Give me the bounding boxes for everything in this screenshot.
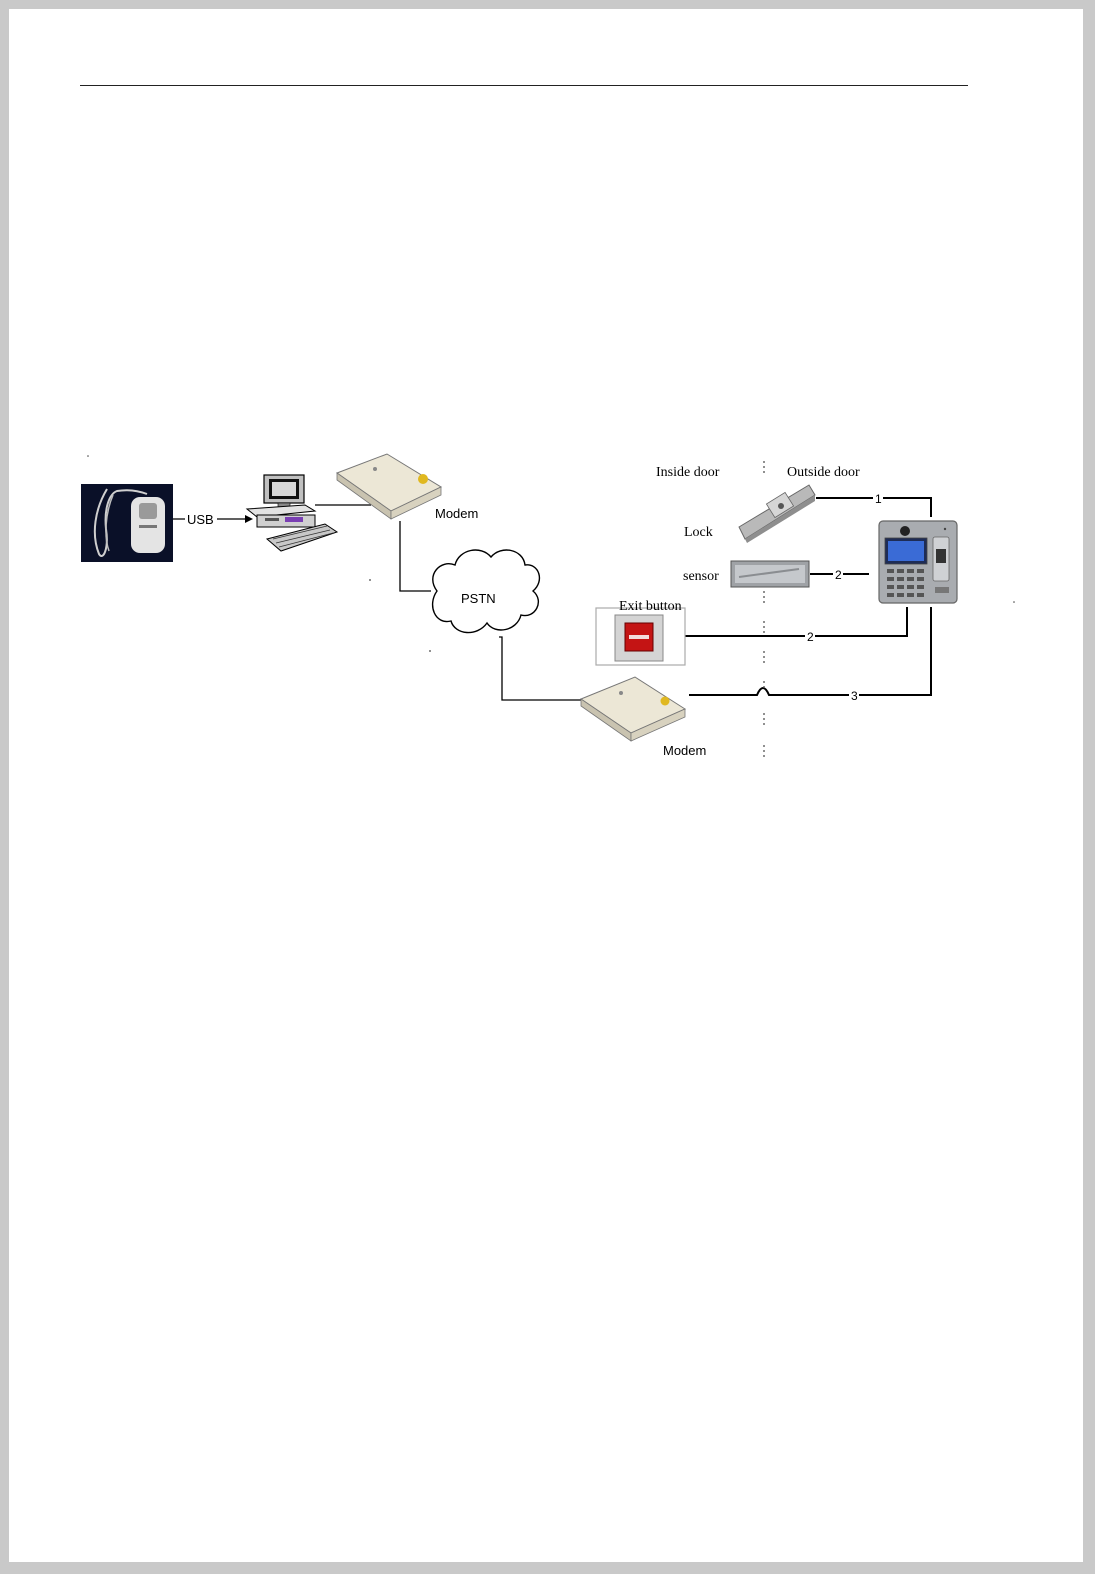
modem-bottom-label: Modem [663, 743, 706, 758]
sensor [731, 561, 809, 587]
pstn-modem-line [499, 637, 589, 700]
lock-label: Lock [684, 525, 713, 540]
scan-specks [87, 455, 1015, 652]
connection-lines [173, 498, 931, 700]
lock [739, 485, 815, 543]
outside-door-label: Outside door [787, 465, 860, 480]
modem-top-label: Modem [435, 506, 478, 521]
exit-button [596, 608, 685, 665]
wire-lock-number: 1 [875, 492, 882, 506]
inside-door-label: Inside door [656, 465, 720, 480]
computer [247, 475, 337, 551]
wire-modem-number: 3 [851, 689, 858, 703]
exit-button-label: Exit button [619, 599, 682, 614]
modem-top [337, 454, 441, 519]
reader-window [139, 503, 157, 519]
fingerprint-reader [81, 484, 173, 562]
wire-modem [689, 607, 931, 695]
pstn-label: PSTN [461, 591, 496, 606]
wire-exit [685, 607, 907, 636]
sensor-label: sensor [683, 569, 719, 584]
modem-bottom [581, 677, 685, 741]
wire-exit-number: 2 [807, 630, 814, 644]
usb-arrowhead [245, 515, 253, 523]
usb-label: USB [187, 512, 214, 527]
document-page: USB Modem PSTN Modem Inside door Outside… [9, 9, 1083, 1562]
modem-pstn-line [400, 521, 431, 591]
wire-sensor-number: 2 [835, 568, 842, 582]
access-control-terminal [879, 521, 957, 603]
access-control-network-diagram: USB Modem PSTN Modem Inside door Outside… [9, 9, 1083, 1562]
